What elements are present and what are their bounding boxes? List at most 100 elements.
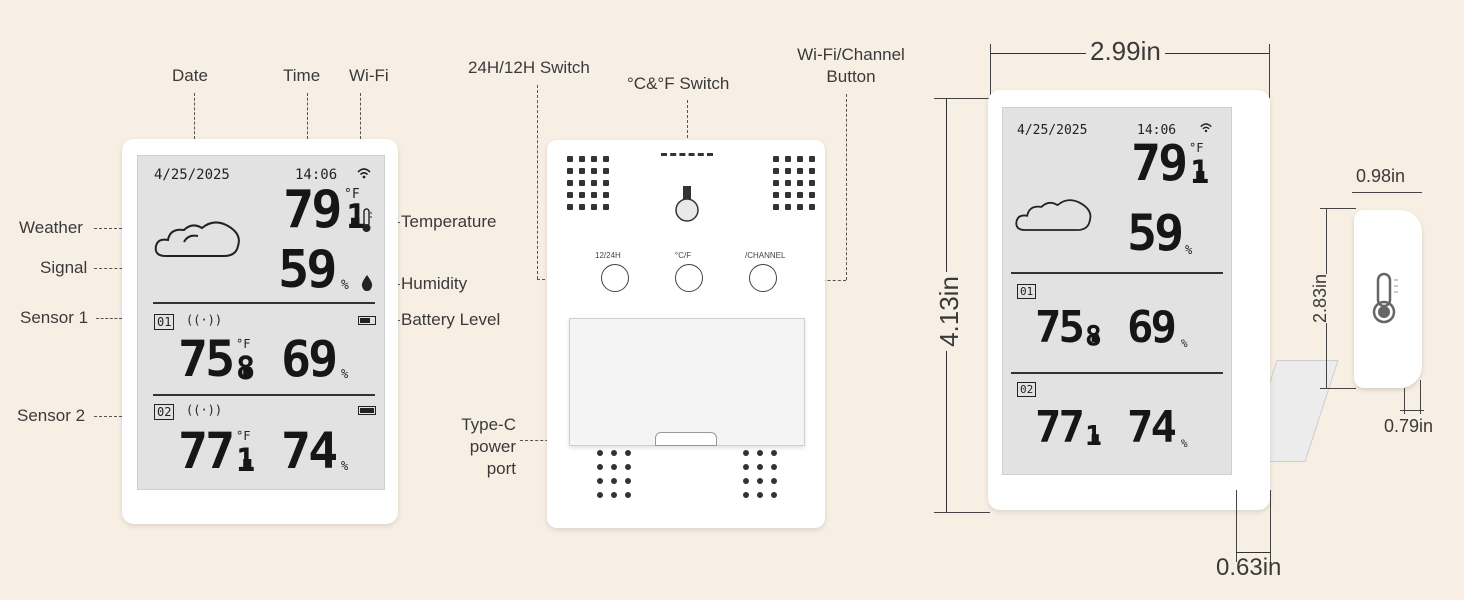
- button-channel[interactable]: [749, 264, 777, 292]
- thermometer-icon: [362, 208, 372, 232]
- sensor1-channel: 01: [154, 314, 175, 330]
- sensor1-humidity: 69: [281, 330, 338, 388]
- sensor2-humidity: 74: [281, 422, 338, 480]
- signal-label: Signal: [40, 258, 88, 277]
- type-c-label: Type-C power port: [461, 415, 516, 478]
- dim-sensor1-temp-main: 75.: [1035, 302, 1109, 353]
- height-ext-top: [934, 98, 990, 99]
- height-ext-bottom: [934, 512, 990, 513]
- dim-sensor2-humidity-pct: %: [1181, 437, 1188, 450]
- thermometer-icon: [1372, 272, 1398, 324]
- vent-right: [743, 450, 777, 498]
- wifi-label: Wi-Fi: [349, 66, 389, 85]
- wifi-channel-label: Wi-Fi/Channel Button: [797, 45, 905, 86]
- indoor-temp-decimal: 1: [346, 197, 367, 237]
- humidity-label: Humidity: [401, 274, 468, 293]
- back-device: 12/24H °C/F /CHANNEL: [547, 140, 825, 528]
- dim-sensor1-humidity-pct: %: [1181, 337, 1188, 350]
- height-dimension: 4.13in: [933, 272, 965, 351]
- sensor2-temp-main: 77.: [178, 422, 262, 480]
- dim-sensor2-channel: 02: [1017, 382, 1037, 397]
- sensor-height-ext-top: [1320, 208, 1356, 209]
- leader-24h: [537, 85, 538, 279]
- top-slots: [661, 153, 713, 159]
- dim-sensor1-humidity: 69: [1127, 302, 1177, 353]
- wifi-icon: [357, 168, 371, 179]
- width-dimension: 2.99in: [1086, 36, 1165, 67]
- battery-icon: [358, 406, 376, 415]
- sensor-width-line: [1352, 192, 1422, 193]
- water-drop-icon: [361, 275, 373, 291]
- lcd-screen: 4/25/2025 14:06 79. 1 °F 59 %: [137, 155, 385, 490]
- sensor1-leader: [96, 318, 122, 319]
- sensor-height-dimension: 2.83in: [1310, 273, 1332, 324]
- sensor1-temp-decimal: 8: [236, 349, 255, 387]
- sensor-height-ext-bottom: [1320, 388, 1356, 389]
- time-readout: 14:06: [295, 167, 338, 183]
- sensor-device: [1354, 210, 1422, 388]
- sensor1-humidity-pct: %: [341, 367, 349, 381]
- sensor-width-dimension: 0.98in: [1356, 166, 1406, 186]
- speaker-grille-left: [567, 156, 609, 210]
- depth-dimension: 0.63in: [1216, 554, 1282, 581]
- cloud-icon: [154, 221, 240, 257]
- sensor2-channel: 02: [154, 404, 175, 420]
- sensor1-temp-unit: °F: [236, 337, 251, 351]
- date-leader: [194, 93, 195, 139]
- sensor2-label: Sensor 2: [17, 406, 86, 425]
- sensor2-temp-unit: °F: [236, 429, 251, 443]
- signal-icon: ((·)): [186, 403, 223, 417]
- dim-divider-1: [1011, 272, 1223, 274]
- dim-indoor-temp-decimal: 1: [1190, 153, 1209, 191]
- divider-1: [153, 302, 375, 304]
- temperature-label: Temperature: [401, 212, 497, 231]
- sensor1-temp-main: 75.: [178, 330, 262, 388]
- button-24h-text: 12/24H: [595, 251, 621, 260]
- sensor-depth-ext-right: [1420, 380, 1421, 414]
- button-cf[interactable]: [675, 264, 703, 292]
- button-cf-text: °C/F: [675, 251, 692, 260]
- signal-icon: ((·)): [186, 313, 223, 327]
- kickstand[interactable]: [569, 318, 805, 446]
- sensor2-leader: [94, 416, 122, 417]
- width-ext-right: [1269, 44, 1270, 98]
- dim-sensor2-temp-main: 77.: [1035, 402, 1109, 453]
- battery-icon: [358, 316, 376, 325]
- sensor-depth-line: [1400, 410, 1424, 411]
- button-24h[interactable]: [601, 264, 629, 292]
- dim-sensor1-temp-decimal: 8: [1085, 319, 1102, 352]
- wifi-icon: [1200, 123, 1212, 133]
- dim-indoor-humidity-pct: %: [1185, 243, 1193, 257]
- battery-label: Battery Level: [401, 310, 501, 329]
- dim-sensor2-humidity: 74: [1127, 402, 1177, 453]
- sensor-depth-ext-left: [1404, 388, 1405, 414]
- cloud-icon: [1015, 199, 1092, 231]
- time-label: Time: [283, 66, 321, 85]
- dim-date-readout: 4/25/2025: [1017, 123, 1088, 138]
- switch-24h-label: 24H/12H Switch: [468, 58, 590, 77]
- sensor-depth-dimension: 0.79in: [1384, 416, 1434, 436]
- indoor-temp-unit: °F: [344, 187, 360, 202]
- depth-ext-left: [1236, 490, 1237, 562]
- vent-left: [597, 450, 631, 498]
- button-channel-text: /CHANNEL: [745, 251, 786, 260]
- dim-indoor-humidity: 59: [1127, 204, 1184, 262]
- time-leader: [307, 93, 308, 139]
- weather-leader: [94, 228, 122, 229]
- weather-label: Weather: [19, 218, 83, 237]
- depth-ext-right: [1270, 490, 1271, 562]
- dim-device: 4/25/2025 14:06 79. 1 °F 59 % 01 75. 8 6…: [988, 90, 1270, 510]
- dim-indoor-temp-main: 79.: [1131, 134, 1215, 192]
- dim-lcd-screen: 4/25/2025 14:06 79. 1 °F 59 % 01 75. 8 6…: [1002, 107, 1232, 475]
- sensor1-label: Sensor 1: [20, 308, 89, 327]
- width-ext-left: [990, 44, 991, 98]
- dim-time-readout: 14:06: [1137, 123, 1177, 138]
- type-c-port[interactable]: [655, 432, 717, 446]
- dim-divider-2: [1011, 372, 1223, 374]
- indoor-humidity: 59: [278, 240, 338, 300]
- sensor2-humidity-pct: %: [341, 459, 349, 473]
- switch-cf-label: °C&°F Switch: [627, 74, 730, 93]
- dim-sensor1-channel: 01: [1017, 284, 1037, 299]
- front-device: 4/25/2025 14:06 79. 1 °F 59 %: [122, 139, 398, 524]
- hang-hole: [675, 186, 699, 222]
